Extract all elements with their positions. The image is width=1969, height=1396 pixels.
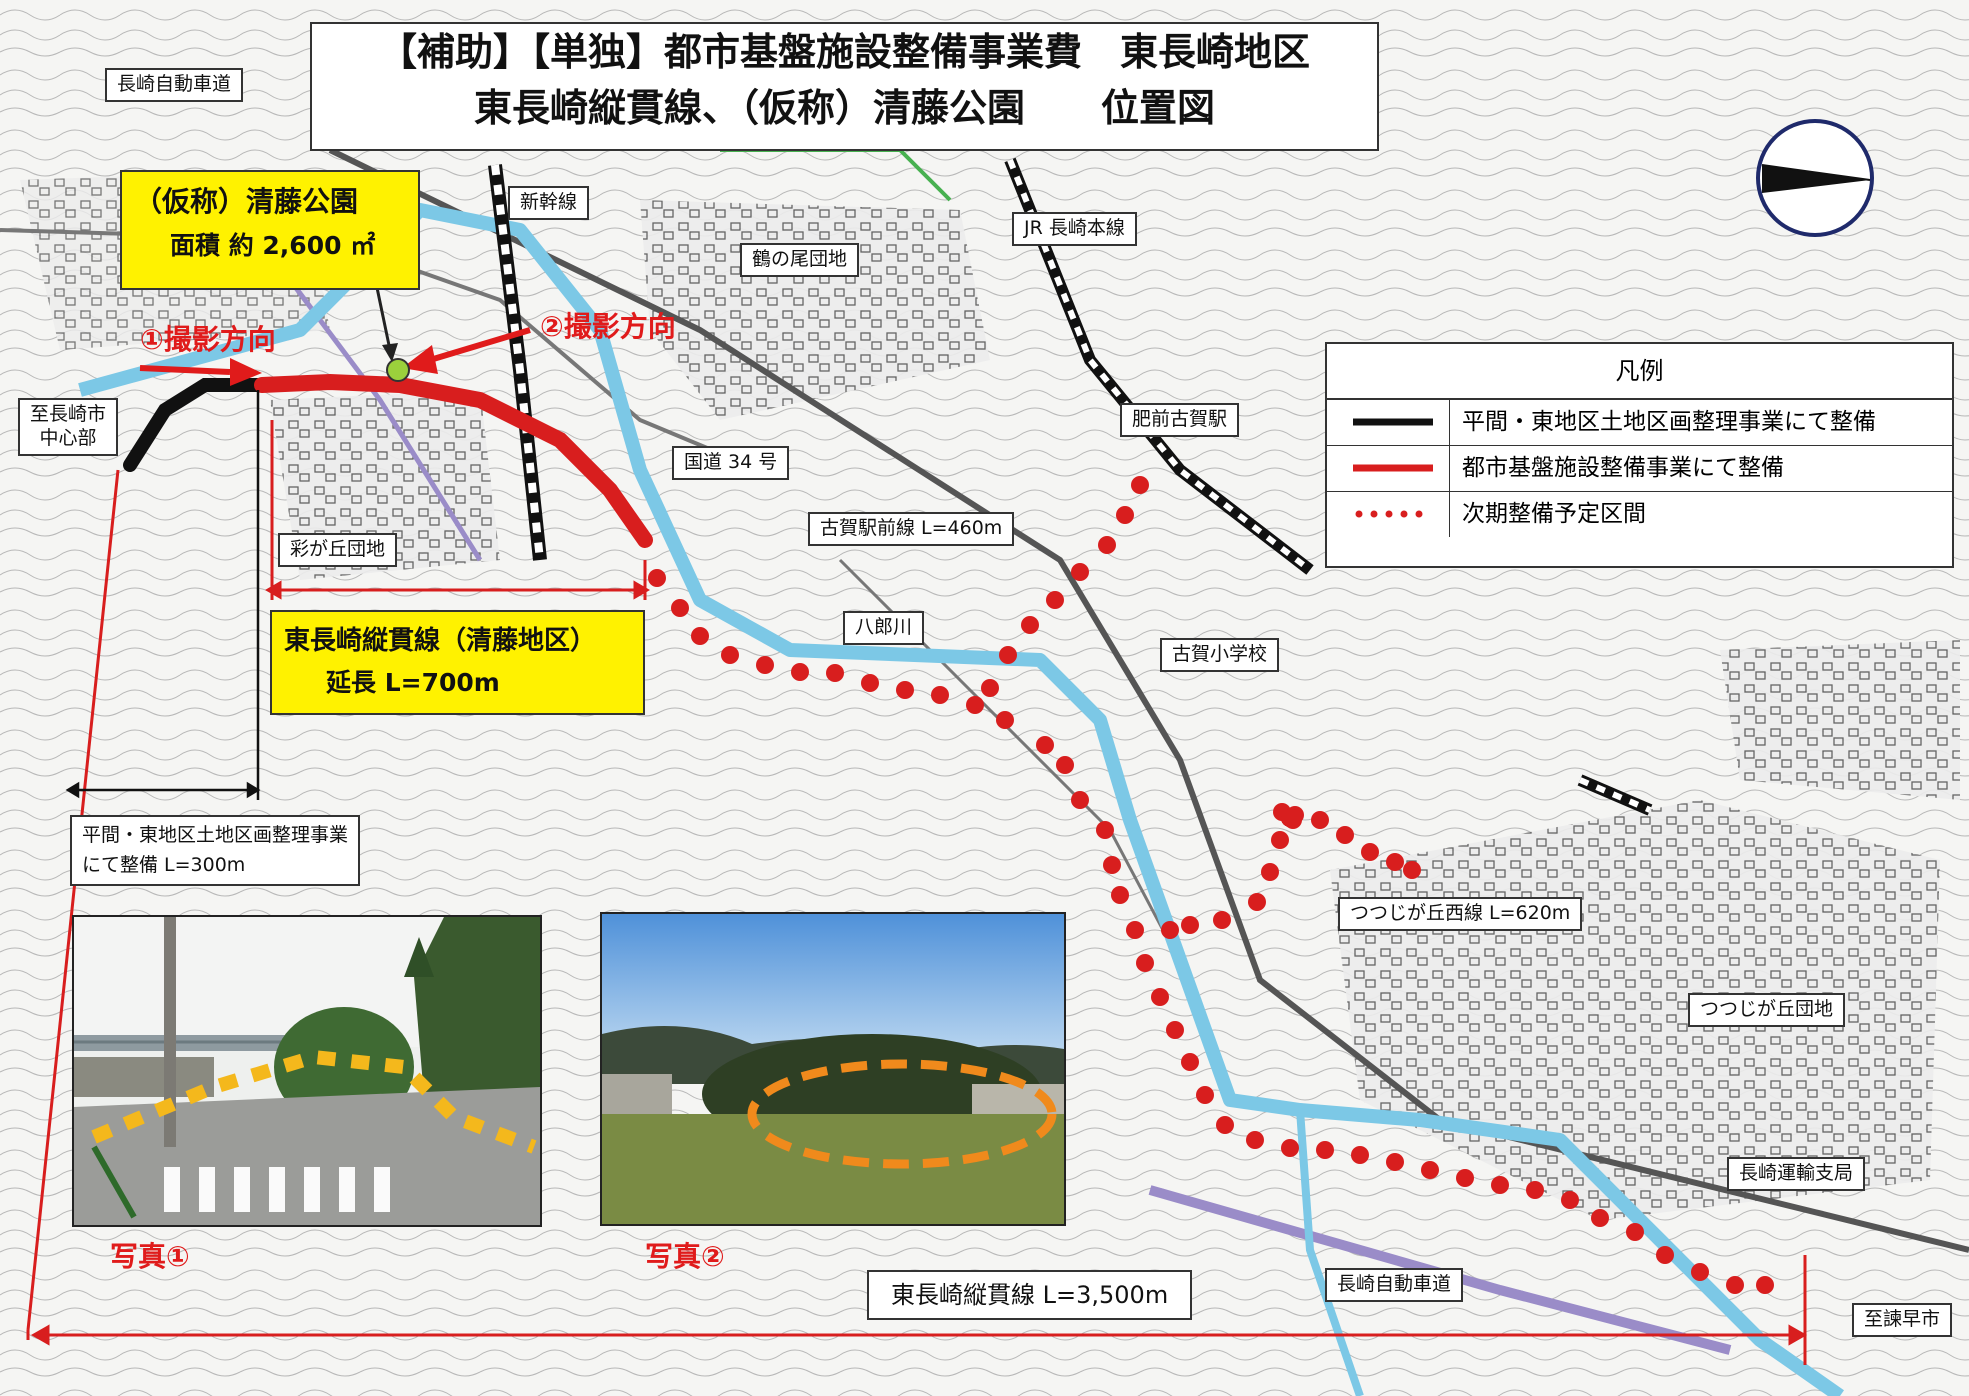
label-hizen-koga: 肥前古賀駅 <box>1120 403 1240 437</box>
north-arrow-icon <box>1756 119 1874 237</box>
planned-route-main <box>648 569 1774 1294</box>
legend-title: 凡例 <box>1327 344 1952 400</box>
label-koga-ekimae: 古賀駅前線 L=460m <box>808 512 1015 546</box>
label-route34: 国道 34 号 <box>672 446 790 480</box>
title-line2: 東長崎縦貫線、（仮称）清藤公園 位置図 <box>473 86 1215 130</box>
road-info-box: 東長崎縦貫線（清藤地区） 延長 L=700m <box>270 610 645 715</box>
direction1-arrow <box>139 365 231 375</box>
map-title: 【補助】【単独】都市基盤施設整備事業費 東長崎地区 東長崎縦貫線、（仮称）清藤公… <box>310 22 1379 151</box>
park-marker <box>386 358 410 382</box>
legend-item-label: 次期整備予定区間 <box>1462 501 1646 527</box>
label-tsutsuji: つつじが丘団地 <box>1688 993 1846 1027</box>
label-jr-line: JR 長崎本線 <box>1012 212 1137 246</box>
photo2-caption: 写真② <box>645 1240 725 1273</box>
label-ayagaoka: 彩が丘団地 <box>278 533 398 567</box>
label-hachiro-river: 八郎川 <box>843 611 925 645</box>
photo1 <box>72 915 542 1227</box>
label-transport-office: 長崎運輸支局 <box>1727 1157 1866 1191</box>
legend-item-label: 平間・東地区土地区画整理事業にて整備 <box>1462 409 1876 435</box>
park-name: （仮称）清藤公園 <box>134 185 359 218</box>
direction2-arrow <box>429 327 531 363</box>
land-readjustment-line1: 平間・東地区土地区画整理事業 <box>82 824 349 846</box>
park-info-box: （仮称）清藤公園 面積 約 2,600 ㎡ <box>120 170 420 290</box>
legend-item: 平間・東地区土地区画整理事業にて整備 <box>1327 400 1952 446</box>
land-readjustment-line2: にて整備 L=300m <box>82 854 246 877</box>
road-name: 東長崎縦貫線（清藤地区） <box>284 626 597 656</box>
photo1-caption: 写真① <box>110 1240 190 1273</box>
photo2 <box>600 912 1066 1226</box>
black-measure <box>65 390 261 800</box>
legend-item: 都市基盤施設整備事業にて整備 <box>1327 446 1952 492</box>
measurement-lines <box>26 420 1808 1365</box>
red-route-section <box>254 373 653 548</box>
legend: 凡例 平間・東地区土地区画整理事業にて整備 都市基盤施設整備事業にて整備 次期整… <box>1325 342 1954 568</box>
ayagaoka-district <box>270 390 500 580</box>
label-expressway-top: 長崎自動車道 <box>105 68 244 102</box>
label-expressway-bottom: 長崎自動車道 <box>1325 1268 1464 1302</box>
tsurunoo-district <box>640 200 990 420</box>
road-length: 延長 L=700m <box>326 668 500 697</box>
label-city-center: 至長崎市 中心部 <box>18 398 119 456</box>
legend-item-label: 都市基盤施設整備事業にて整備 <box>1462 455 1784 481</box>
direction1-label: ①撮影方向 <box>140 323 276 356</box>
label-tsutsuji-west: つつじが丘西線 L=620m <box>1338 897 1583 931</box>
title-line1: 【補助】【単独】都市基盤施設整備事業費 東長崎地区 <box>378 30 1310 74</box>
black-route-section <box>123 378 269 472</box>
legend-item: 次期整備予定区間 <box>1327 492 1952 537</box>
total-length-label: 東長崎縦貫線 L=3,500m <box>867 1270 1193 1320</box>
land-readjustment-note: 平間・東地区土地区画整理事業 にて整備 L=300m <box>70 815 361 886</box>
hachiro-river <box>78 203 1845 1396</box>
label-isahaya: 至諫早市 <box>1852 1303 1953 1337</box>
planned-route-tsutsuji-west <box>1161 803 1421 939</box>
label-tsurunoo: 鶴の尾団地 <box>740 243 860 277</box>
label-koga-school: 古賀小学校 <box>1160 638 1280 672</box>
upper-right-district <box>1720 640 1960 800</box>
park-area: 面積 約 2,600 ㎡ <box>170 231 376 260</box>
label-shinkansen: 新幹線 <box>508 186 590 220</box>
planned-route-koga-ekimae <box>981 476 1149 697</box>
direction2-label: ②撮影方向 <box>540 310 676 343</box>
